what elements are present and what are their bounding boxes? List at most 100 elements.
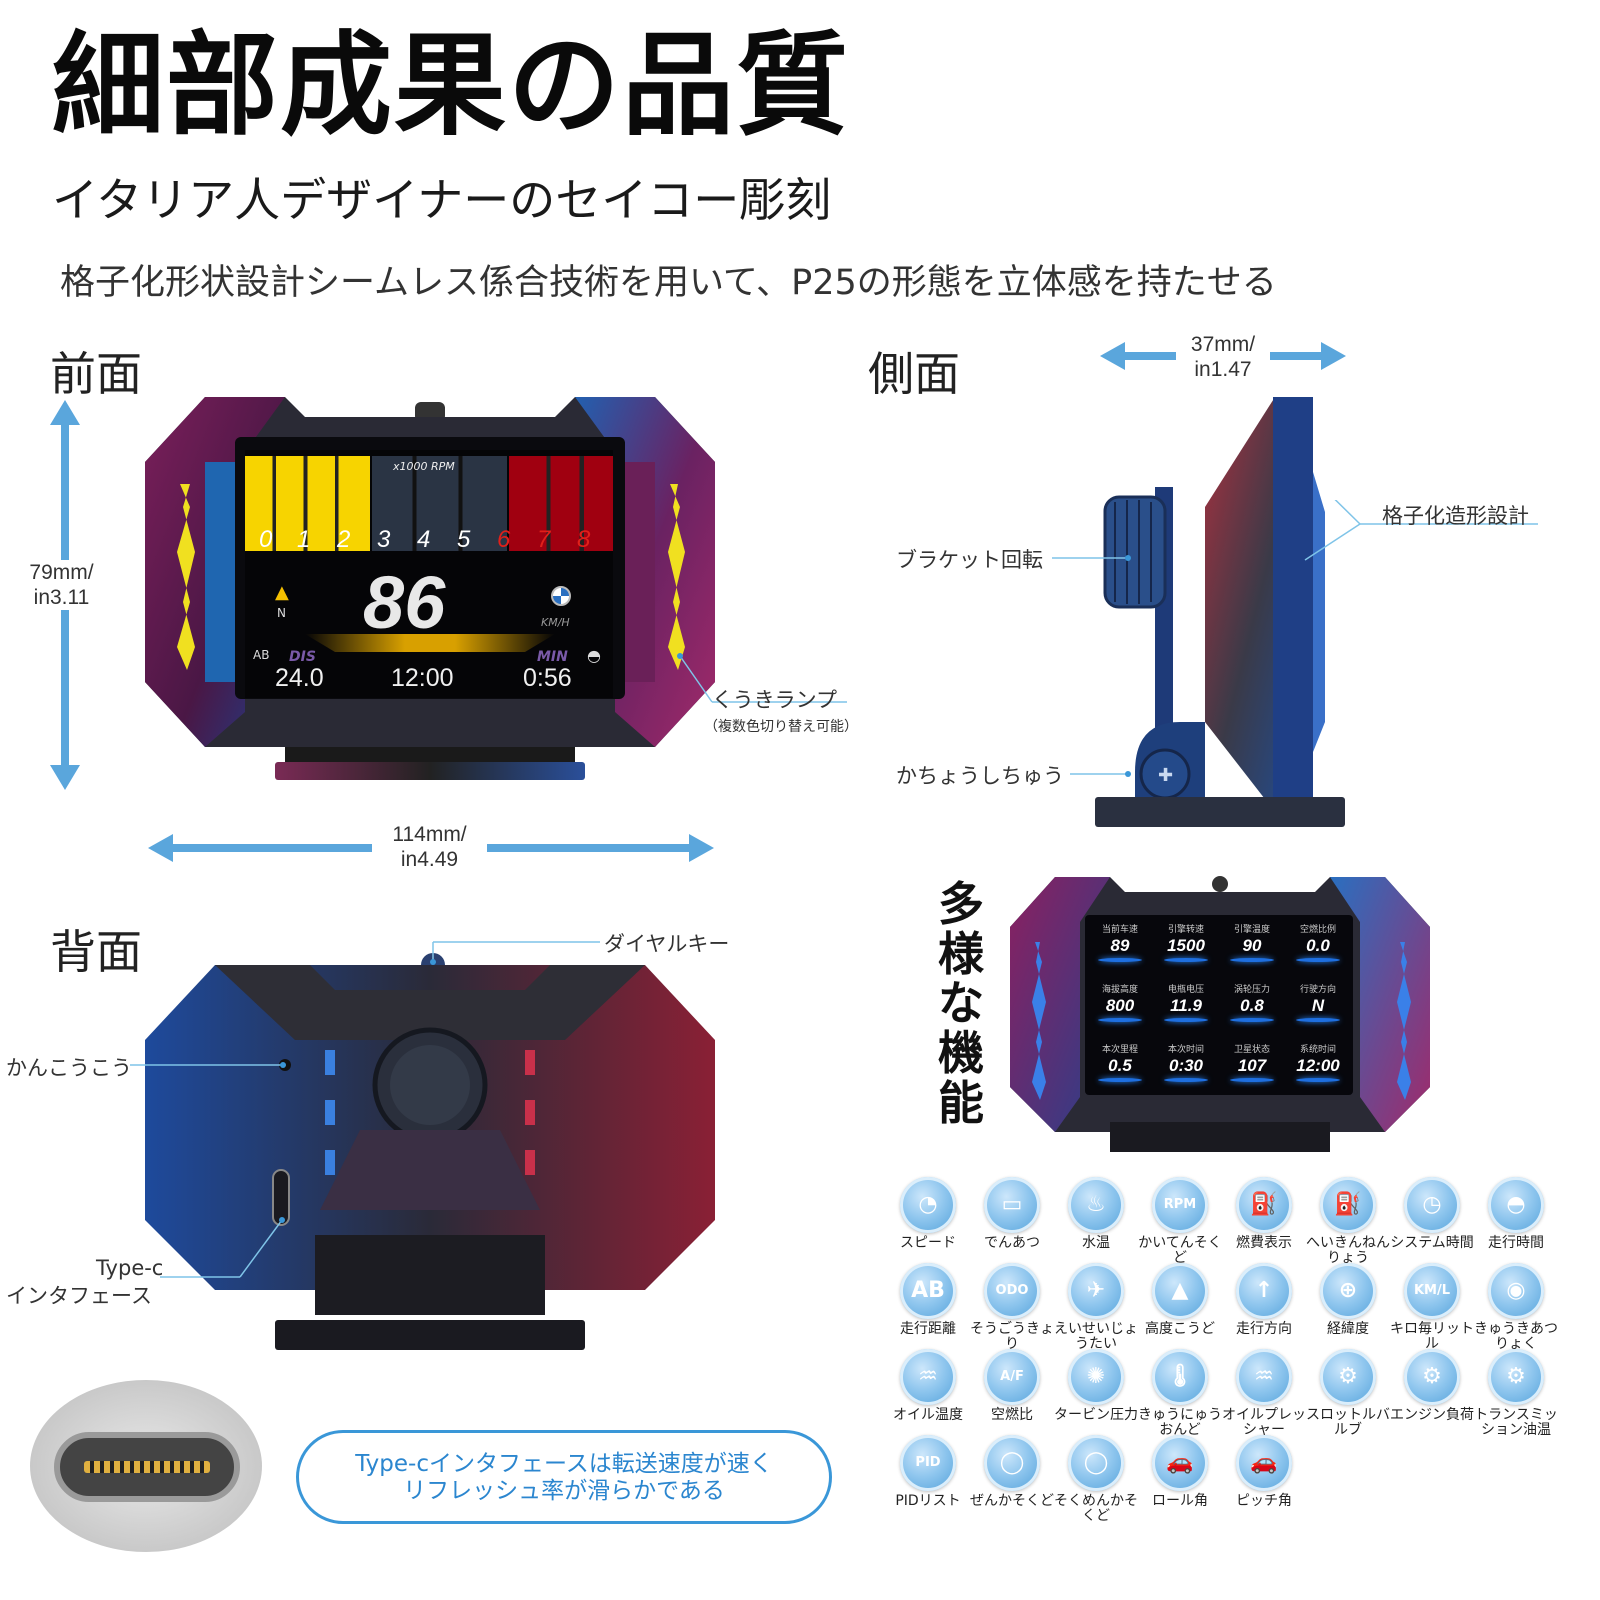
oil-pressure-icon: ♒ bbox=[1236, 1349, 1292, 1405]
gps-crosshair-icon: ⊕ bbox=[1320, 1263, 1376, 1319]
feature-item: ⚙ エンジン負荷 bbox=[1387, 1349, 1477, 1423]
feature-label: 走行時間 bbox=[1488, 1235, 1544, 1251]
feature-label: 経緯度 bbox=[1327, 1321, 1369, 1337]
minutes-label: MIN bbox=[537, 649, 568, 665]
multi-function-title: 多様な機能 bbox=[938, 877, 984, 1130]
ab-distance-icon: AB bbox=[900, 1263, 956, 1319]
average-fuel-icon: ⛽ bbox=[1320, 1177, 1376, 1233]
cell-value: 1500 bbox=[1167, 936, 1205, 955]
cell-value: 800 bbox=[1105, 996, 1135, 1015]
engine-load-icon: ⚙ bbox=[1404, 1349, 1460, 1405]
usb-c-port-icon bbox=[54, 1432, 240, 1502]
brand-logo-icon bbox=[551, 586, 571, 606]
satellite-icon: ✈ bbox=[1068, 1263, 1124, 1319]
feature-item: ♒オイルプレッシャー bbox=[1219, 1349, 1309, 1438]
ab-distance-icon: AB bbox=[253, 648, 270, 662]
cell-value: 0.0 bbox=[1306, 936, 1330, 955]
cell-underline bbox=[1296, 1078, 1340, 1082]
feature-item: ✈えいせいじょうたい bbox=[1051, 1263, 1141, 1352]
feature-label: 空燃比 bbox=[991, 1407, 1033, 1423]
feature-item: ◉きゅうきあつりょく bbox=[1471, 1263, 1561, 1352]
cell-underline bbox=[1230, 958, 1274, 962]
cell-underline bbox=[1098, 958, 1142, 962]
lattice-design-label: 格子化造形設計 bbox=[1382, 504, 1529, 528]
cell-label: 空燃比例 bbox=[1299, 925, 1336, 935]
svg-text:✚: ✚ bbox=[1158, 765, 1173, 786]
side-view-label: 側面 bbox=[868, 347, 960, 401]
page-title: 細部成果の品質 bbox=[52, 21, 850, 151]
feature-item: ⛽燃費表示 bbox=[1219, 1177, 1309, 1251]
cell-label: 海拔高度 bbox=[1101, 985, 1138, 995]
cell-value: 0.5 bbox=[1108, 1056, 1132, 1075]
clock-icon: ◷ bbox=[1404, 1177, 1460, 1233]
usb-c-port-closeup bbox=[30, 1380, 262, 1552]
feature-item: AB 走行距離 bbox=[883, 1263, 973, 1337]
rpm-tick-label: 3 bbox=[377, 526, 391, 553]
rpm-tick-label: 5 bbox=[457, 526, 471, 553]
rpm-tick-row: 0 1 2 3 4 5 6 7 8 bbox=[245, 526, 613, 554]
feature-label: キロ毎リットル bbox=[1390, 1321, 1474, 1352]
rpm-bar-red bbox=[509, 456, 613, 551]
front-view-label: 前面 bbox=[50, 347, 142, 401]
cell-value: 0:30 bbox=[1168, 1056, 1204, 1075]
pitch-angle-icon: 🚗 bbox=[1236, 1435, 1292, 1491]
cell-underline bbox=[1230, 1078, 1274, 1082]
rpm-icon: RPM bbox=[1152, 1177, 1208, 1233]
feature-label: 走行距離 bbox=[900, 1321, 956, 1337]
cell-value: 11.9 bbox=[1170, 996, 1202, 1015]
rpm-scale-label: x1000 RPM bbox=[393, 460, 455, 473]
distance-value: 24.0 bbox=[275, 664, 324, 692]
drive-time-icon: ◓ bbox=[1488, 1177, 1544, 1233]
page-subtitle: イタリア人デザイナーのセイコー彫刻 bbox=[52, 173, 832, 227]
cell-label: 涡轮压力 bbox=[1233, 985, 1270, 995]
trip-time-value: 0:56 bbox=[523, 664, 572, 692]
type-c-interface-label: インタフェース bbox=[6, 1284, 152, 1308]
feature-label: オイル温度 bbox=[893, 1407, 963, 1423]
cell-value: 12:00 bbox=[1296, 1056, 1340, 1075]
altitude-icon: ▲ bbox=[1152, 1263, 1208, 1319]
cell-label: 当前车速 bbox=[1101, 925, 1138, 935]
turbo-icon: ✺ bbox=[1068, 1349, 1124, 1405]
feature-label: かいてんそくど bbox=[1138, 1235, 1222, 1266]
feature-item: 🌡きゅうにゅうおんど bbox=[1135, 1349, 1225, 1438]
feature-item: ♒オイル温度 bbox=[883, 1349, 973, 1423]
front-height-dimension: 79mm/in3.11 bbox=[14, 560, 109, 611]
back-view-label: 背面 bbox=[50, 925, 142, 979]
throttle-icon: ⚙ bbox=[1320, 1349, 1376, 1405]
air-fuel-icon: A/F bbox=[984, 1349, 1040, 1405]
feature-item: ▲高度こうど bbox=[1135, 1263, 1225, 1337]
rpm-bar-yellow bbox=[245, 456, 370, 551]
rpm-tick-label: 1 bbox=[297, 526, 311, 553]
feature-label: スロットルバルブ bbox=[1306, 1407, 1390, 1438]
front-screen: x1000 RPM 0 1 2 3 4 5 6 7 8 ▲ N 86 KM/H … bbox=[245, 450, 613, 698]
feature-label: エンジン負荷 bbox=[1390, 1407, 1474, 1423]
rpm-tick-label: 2 bbox=[337, 526, 351, 553]
feature-label: ロール角 bbox=[1152, 1493, 1208, 1509]
rpm-tick-label: 7 bbox=[537, 526, 551, 553]
type-c-note: Type-cインタフェースは転送速度が速く リフレッシュ率が滑らかである bbox=[296, 1430, 832, 1524]
feature-item: ♨水温 bbox=[1051, 1177, 1141, 1251]
feature-label: タービン圧力 bbox=[1054, 1407, 1138, 1423]
type-c-label: Type-c bbox=[96, 1256, 164, 1280]
feature-item: ◓ 走行時間 bbox=[1471, 1177, 1561, 1251]
page-description: 格子化形状設計シームレス係合技術を用いて、P25の形態を立体感を持たせる bbox=[60, 263, 1277, 303]
rpm-tick-label: 6 bbox=[497, 526, 511, 553]
lamp-note: （複数色切り替え可能） bbox=[704, 719, 858, 735]
coolant-temp-icon: ♨ bbox=[1068, 1177, 1124, 1233]
speedometer-icon: ◔ bbox=[900, 1177, 956, 1233]
feature-item: ◯そくめんかそくど bbox=[1051, 1435, 1141, 1524]
feature-item: ⚙トランスミッション油温 bbox=[1471, 1349, 1561, 1438]
intake-pressure-icon: ◉ bbox=[1488, 1263, 1544, 1319]
feature-label: そうごうきょり bbox=[970, 1321, 1054, 1352]
back-callout-lines bbox=[130, 941, 600, 1278]
rpm-bar-grey bbox=[372, 456, 507, 551]
side-depth-dimension: 37mm/in1.47 bbox=[1176, 332, 1270, 383]
accel-icon: ◯ bbox=[984, 1435, 1040, 1491]
cell-value: N bbox=[1311, 996, 1325, 1015]
feature-item: A/F 空燃比 bbox=[967, 1349, 1057, 1423]
joint-label: かちょうしちゅう bbox=[896, 764, 1064, 788]
